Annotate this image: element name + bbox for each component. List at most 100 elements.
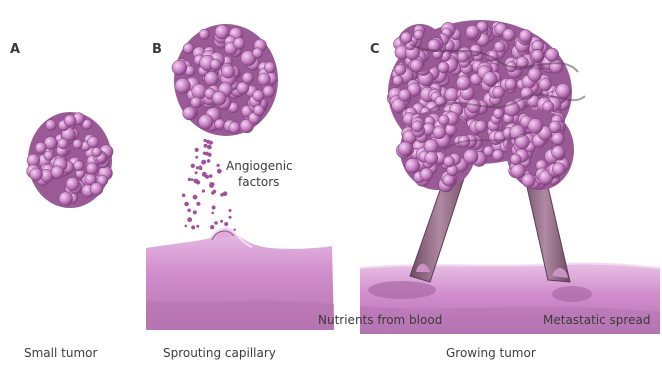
tumor-cell [398,142,412,156]
caption-sprouting-capillary: Sprouting capillary [163,346,276,360]
angiogenic-factor-dot [209,141,213,145]
angiogenic-factor-dot [220,193,224,197]
angiogenic-factor-dot [196,202,200,206]
angiogenic-factor-dot [229,209,232,212]
tumor-cell [73,139,83,149]
tumor-cell [438,62,449,73]
tumor-cell [210,59,221,70]
tumor-cell [410,59,423,72]
tumor-cell [253,105,264,116]
tumor-cell [229,122,241,134]
angiogenic-factor-dot [224,222,228,226]
angiogenic-factor-dot [210,225,214,229]
tumor-cell [519,30,532,43]
angiogenic-factors-label-line1: Angiogenic [226,159,293,173]
tumor-cell [412,121,423,132]
tumor-cell [505,78,517,90]
angiogenic-factor-dot [202,189,205,192]
angiogenic-factor-dot [191,226,195,230]
angiogenic-factor-dot [207,145,212,150]
angiogenic-factor-dot [199,167,203,171]
angiogenic-factor-dot [184,202,189,207]
tissue-layer-b [146,228,334,330]
angiogenic-factor-dot [187,209,191,213]
angiogenic-factor-dot [207,159,211,163]
angiogenic-factor-dot [217,164,220,167]
panel-letter-b: B [152,42,162,57]
nutrients-label: Nutrients from blood [318,313,442,327]
tumor-cell [58,138,69,149]
tumor-cell [264,62,275,73]
tumor-cell [44,151,54,161]
tumor-cell [399,89,411,101]
angiogenic-factor-dot [211,212,214,215]
tumor-cell [549,60,563,74]
tumor-cell [252,48,262,58]
tumor-cell [552,146,565,159]
tumor-b [172,24,278,136]
tumor-cell [539,78,552,91]
tumor-cell [552,163,565,176]
tumor-cell [74,161,84,171]
tumor-cell [511,164,526,179]
angiogenic-factor-dot [185,225,188,228]
tumor-cell [405,158,420,173]
angiogenic-factor-dot [229,216,232,219]
caption-small-tumor: Small tumor [24,346,97,360]
tumor-cell [456,76,471,91]
tumor-cell [192,84,207,99]
angiogenic-factor-dot [196,180,200,184]
tumor-cell [212,91,226,105]
tumor-cell [35,142,46,153]
tumor-cell [90,183,103,196]
angiogenic-factor-dot [195,171,198,174]
tumor-cell [183,43,194,54]
tumor-cell [198,114,213,129]
angiogenic-factor-dot [202,160,207,165]
tumor-cell [433,126,446,139]
tumor-cell [483,72,497,86]
angiogenic-factors-label-line2: factors [238,175,279,189]
tumor-cell [492,150,503,161]
tumor-cell [444,156,455,167]
tumor-cell [59,192,73,206]
tumor-cell [493,86,505,98]
angiogenic-factor-dots [182,139,236,231]
tumor-cell [457,51,468,62]
tumor-cell [46,120,57,131]
tumor-cell [87,136,99,148]
angiogenic-factor-dot [209,183,214,188]
tumor-cell [204,72,218,86]
tumor-cell [503,29,515,41]
tumor-cell [552,132,565,145]
tumor-cell [66,177,79,190]
angiogenic-factor-dot [195,156,198,159]
angiogenic-factor-dot [191,164,195,168]
angiogenic-factor-dot [193,179,196,182]
tumor-cell [92,147,102,157]
tumor-cell [401,32,413,44]
tumor-cell [414,30,424,40]
tumor-cell [545,48,559,62]
tumor-cell [393,75,404,86]
tumor-cell [215,25,229,39]
angiogenic-factor-dot [234,229,236,231]
tumor-cell [475,120,487,132]
angiogenic-factor-dot [182,194,186,198]
tumor-cell [253,90,265,102]
tumor-cell [549,121,561,133]
tumor-cell [532,50,544,62]
tumor-cell [258,73,271,86]
angiogenic-factor-dot [195,148,199,152]
tumor-cell [439,115,450,126]
tumor-cell [86,163,98,175]
tumor-cell [528,118,543,133]
small-tumor [27,112,114,208]
panel-letter-c: C [370,42,380,57]
tumor-cell [175,78,191,94]
tumor-cell [463,149,478,164]
angiogenic-factor-dot [188,178,191,181]
angiogenic-factor-dot [209,174,213,178]
tumor-cell [242,72,254,84]
panel-letter-a: A [10,42,20,57]
